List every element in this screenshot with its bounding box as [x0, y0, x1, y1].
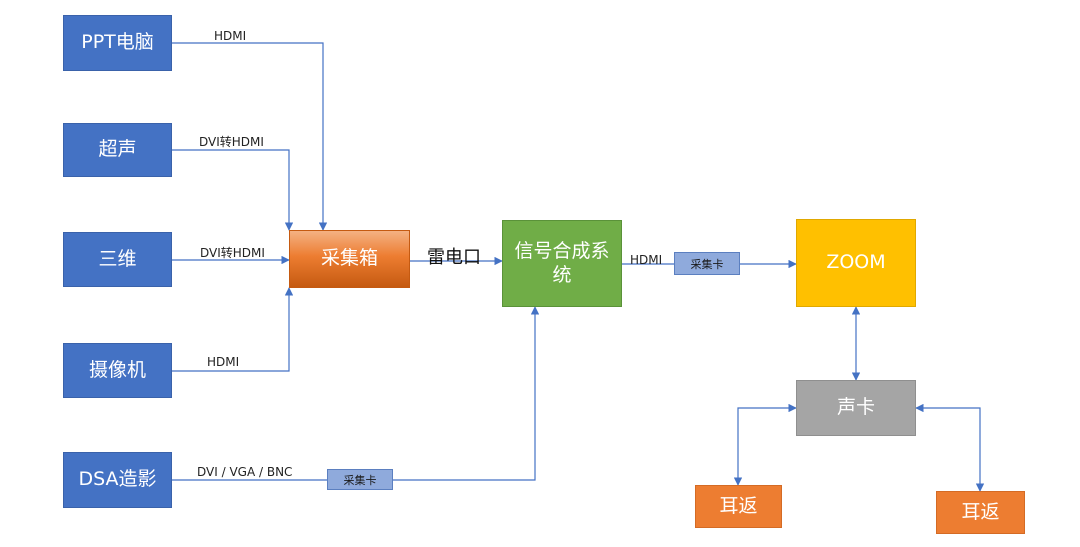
- node-ultrasound: 超声: [63, 123, 172, 177]
- node-dsa: DSA造影: [63, 452, 172, 508]
- node-collector-box: 采集箱: [289, 230, 410, 288]
- edge-label-ultrasound: DVI转HDMI: [199, 135, 264, 149]
- edge-label-thunderbolt: 雷电口: [427, 247, 481, 268]
- edge-label-ppt-hdmi: HDMI: [214, 29, 247, 43]
- wire-soundcard-left-ear: [733, 403, 797, 486]
- node-ppt-computer: PPT电脑: [63, 15, 172, 71]
- edge-label-camera-hdmi: HDMI: [207, 355, 240, 369]
- node-3d: 三维: [63, 232, 172, 287]
- capture-card-synth: 采集卡: [674, 252, 740, 275]
- edge-label-synth-hdmi: HDMI: [630, 253, 663, 267]
- wire-ultrasound-to-collector: [172, 149, 294, 231]
- wire-ppt-to-collector: [172, 42, 328, 231]
- edge-label-dsa: DVI / VGA / BNC: [197, 465, 293, 479]
- capture-card-dsa: 采集卡: [327, 469, 393, 490]
- node-signal-synthesis-system: 信号合成系统: [502, 220, 622, 307]
- edge-label-3d: DVI转HDMI: [200, 246, 265, 260]
- node-camera: 摄像机: [63, 343, 172, 398]
- node-ear-monitor-left: 耳返: [695, 485, 782, 528]
- wire-soundcard-right-ear: [915, 403, 985, 492]
- node-sound-card: 声卡: [796, 380, 916, 436]
- wire-camera-to-collector: [172, 287, 294, 372]
- node-ear-monitor-right: 耳返: [936, 491, 1025, 534]
- node-zoom: ZOOM: [796, 219, 916, 307]
- wire-card-to-synth: [393, 306, 540, 481]
